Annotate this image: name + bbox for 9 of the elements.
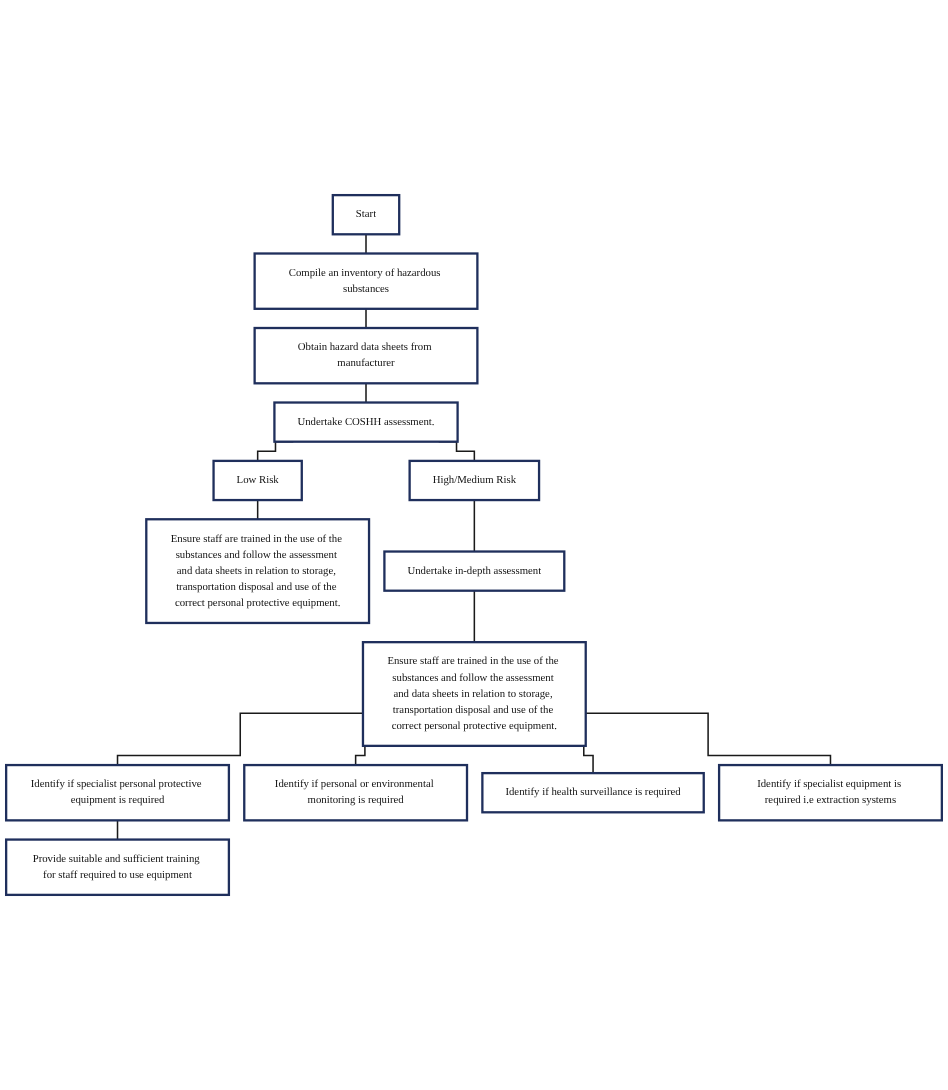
connector (256, 499, 259, 521)
connector (365, 382, 367, 404)
connector (116, 712, 364, 766)
connector (365, 308, 367, 329)
connector (473, 499, 476, 553)
connector (473, 589, 476, 643)
connector (584, 712, 832, 766)
connector (365, 233, 367, 255)
connector (116, 819, 119, 841)
